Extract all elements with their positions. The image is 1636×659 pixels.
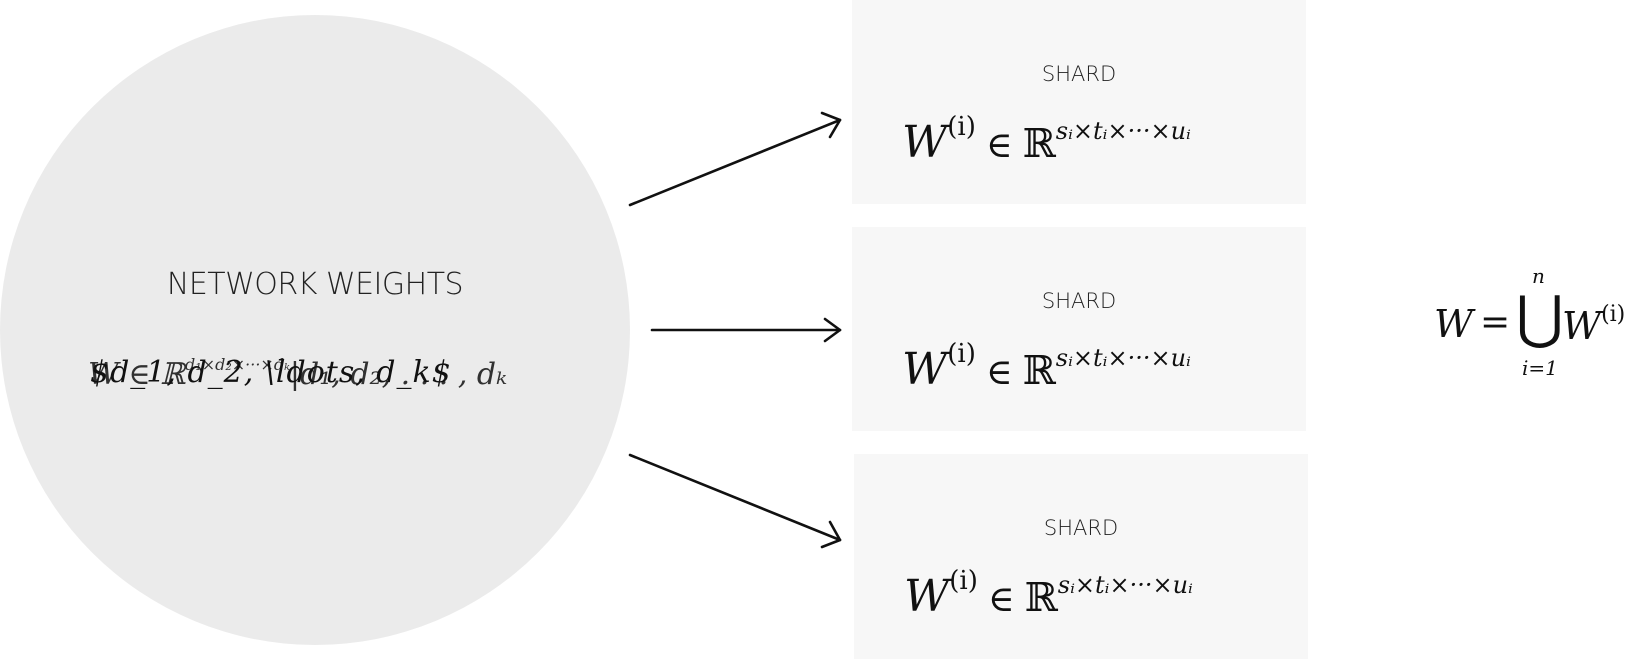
union-formula: W = n ⋃ i=1 W(i)	[1430, 264, 1636, 382]
shard-w: W	[902, 344, 948, 395]
shard-w: W	[904, 571, 950, 622]
union-upper-limit: n	[1532, 264, 1545, 288]
formula-weight-tail: |d₁, d₂, . . . , dₖ	[289, 357, 508, 392]
shard-w-sup: (i)	[947, 339, 976, 369]
shard-box-2: SHARD W(i) ∈ℝsᵢ×tᵢ×···×uᵢ	[852, 227, 1306, 431]
union-lower-limit: i=1	[1522, 356, 1558, 380]
shard-label: SHARD	[1041, 62, 1117, 86]
shard-label: SHARD	[1041, 289, 1117, 313]
shard-element-of: ∈	[985, 125, 1013, 166]
union-lhs: W	[1434, 302, 1474, 346]
shard-box-3: SHARD W(i) ∈ℝsᵢ×tᵢ×···×uᵢ	[854, 454, 1308, 659]
shard-reals: ℝ	[1022, 121, 1056, 167]
shard-w-sup: (i)	[949, 566, 978, 596]
shard-label: SHARD	[1043, 516, 1119, 540]
union-equals: =	[1480, 302, 1511, 343]
shard-exponent: sᵢ×tᵢ×···×uᵢ	[1055, 344, 1191, 372]
shard-reals: ℝ	[1024, 575, 1058, 621]
shard-w-sup: (i)	[947, 112, 976, 142]
formula-dimensions-raw: $d_1, d_2, \ldots, d_k$	[90, 355, 452, 390]
union-rhs-sup: (i)	[1601, 302, 1626, 327]
network-weights-formula: $d_1, d_2, \ldots, d_k$ W ∈ ℝd₁×d₂×···×d…	[0, 355, 630, 405]
network-weights-title: NETWORK WEIGHTS	[166, 267, 464, 302]
shard-box-1: SHARD W(i) ∈ℝsᵢ×tᵢ×···×uᵢ	[852, 0, 1306, 204]
shard-element-of: ∈	[985, 352, 1013, 393]
arrow-to-shard-2	[650, 317, 842, 343]
shard-w: W	[902, 117, 948, 168]
arrow-to-shard-3	[628, 453, 842, 549]
formula-weight-definition: W ∈ ℝd₁×d₂×···×dₖ|d₁, d₂, . . . , dₖ	[88, 355, 507, 392]
shard-formula: W(i) ∈ℝsᵢ×tᵢ×···×uᵢ	[902, 112, 1191, 168]
shard-formula: W(i) ∈ℝsᵢ×tᵢ×···×uᵢ	[902, 339, 1191, 395]
union-rhs-w: W	[1562, 304, 1602, 348]
union-big-cup: ⋃	[1516, 283, 1564, 351]
shard-exponent: sᵢ×tᵢ×···×uᵢ	[1057, 571, 1193, 599]
network-weights-circle	[0, 15, 630, 645]
shard-element-of: ∈	[987, 579, 1015, 620]
shard-reals: ℝ	[1022, 348, 1056, 394]
union-rhs: W(i)	[1562, 302, 1625, 348]
shard-exponent: sᵢ×tᵢ×···×uᵢ	[1055, 117, 1191, 145]
shard-formula: W(i) ∈ℝsᵢ×tᵢ×···×uᵢ	[904, 566, 1193, 622]
formula-weight-exponent: d₁×d₂×···×dₖ	[185, 355, 290, 374]
formula-weight-base: W ∈ ℝ	[88, 357, 186, 392]
arrow-to-shard-1	[628, 111, 842, 207]
